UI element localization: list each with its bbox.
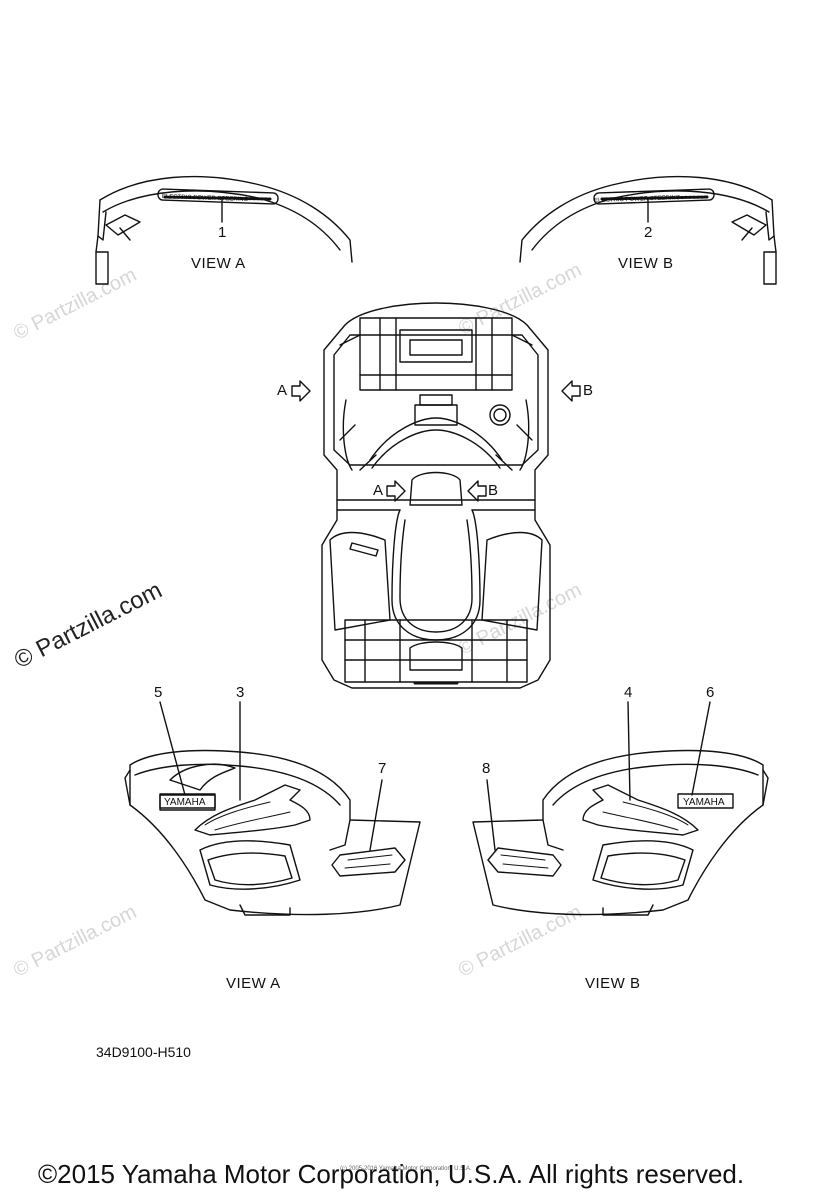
arrow-b-inner-icon <box>467 480 487 502</box>
callout-5: 5 <box>154 684 163 701</box>
arrow-label-b-inner: B <box>488 482 499 499</box>
leader-6 <box>691 701 711 796</box>
atv-top-view-drawing <box>321 302 551 689</box>
arrow-a-outer-icon <box>291 380 311 402</box>
callout-3: 3 <box>236 684 245 701</box>
side-cover-left-drawing <box>124 749 421 916</box>
callout-8: 8 <box>482 760 491 777</box>
copyright: ©2015 Yamaha Motor Corporation, U.S.A. A… <box>38 1159 745 1189</box>
callout-1: 1 <box>218 224 227 241</box>
callout-6: 6 <box>706 684 715 701</box>
brand-text-right: YAMAHA <box>683 797 725 808</box>
arrow-a-inner-icon <box>386 480 406 502</box>
view-label-a-top: VIEW A <box>191 255 246 272</box>
arrow-b-outer-icon <box>561 380 581 402</box>
view-label-b-top: VIEW B <box>618 255 674 272</box>
leader-5 <box>159 701 186 796</box>
brand-text-left: YAMAHA <box>164 797 206 808</box>
fender-right-drawing <box>519 175 777 285</box>
brand-patch-right <box>677 793 734 809</box>
brand-patch-left <box>159 793 216 809</box>
side-cover-right-drawing <box>472 749 769 916</box>
leader-4 <box>627 701 631 801</box>
leader-8 <box>486 779 496 851</box>
fender-left-drawing <box>95 175 353 285</box>
view-label-b-bottom: VIEW B <box>585 975 641 992</box>
callout-7: 7 <box>378 760 387 777</box>
arrow-label-a-inner: A <box>373 482 384 499</box>
copyright-small: (c) 2005-2016 Yamaha Motor Corporation, … <box>340 1166 472 1172</box>
leader-7 <box>369 779 383 851</box>
view-label-a-bottom: VIEW A <box>226 975 281 992</box>
fender-decal-text-left: ELECTRIC POWER STEERING <box>162 194 249 203</box>
part-code: 34D9100-H510 <box>96 1044 191 1060</box>
fender-decal-text-right: ELECTRIC POWER STEERING <box>594 195 681 204</box>
callout-2: 2 <box>644 224 653 241</box>
callout-4: 4 <box>624 684 633 701</box>
arrow-label-b-outer: B <box>583 382 594 399</box>
arrow-label-a-outer: A <box>277 382 288 399</box>
